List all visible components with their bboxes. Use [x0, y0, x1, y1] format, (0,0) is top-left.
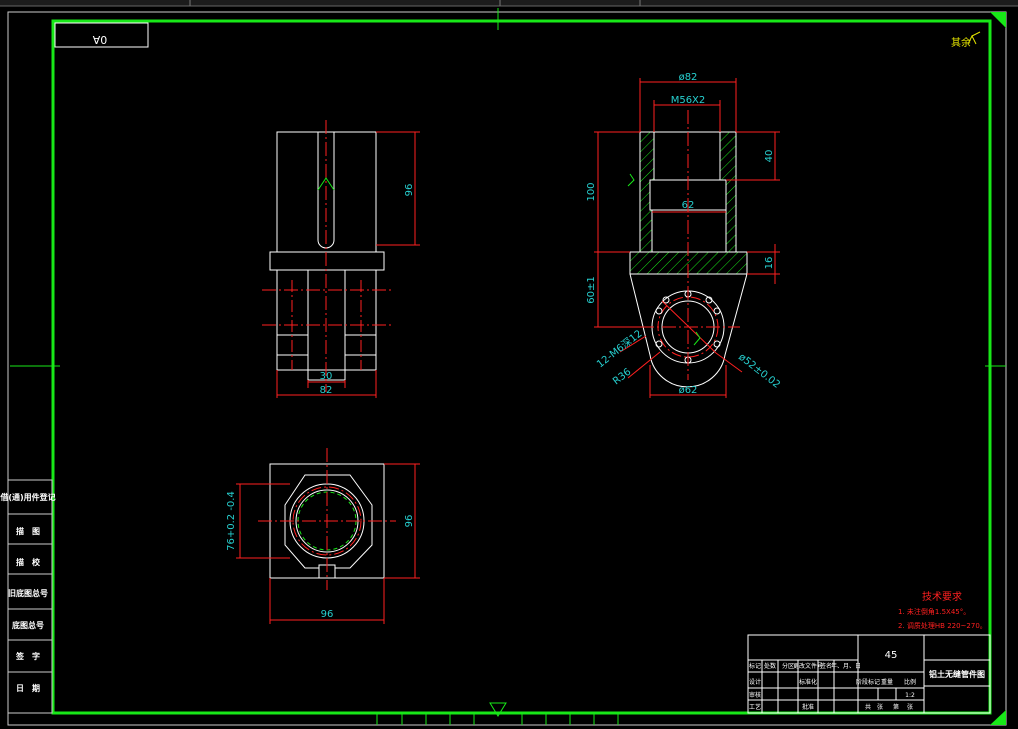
title-block [747, 634, 991, 714]
top-toolbar-strip [0, 0, 1018, 6]
title-cell: 审核 [749, 691, 761, 699]
dim-section-top: ø82 [679, 72, 698, 83]
title-cell: 签名 [820, 662, 832, 670]
dim-top-square: 96 [321, 609, 334, 620]
stamp-label: 描 校 [16, 557, 41, 567]
title-cell: 批准 [802, 703, 814, 711]
title-cell: 标准化 [799, 678, 817, 686]
sheet-outer-border [7, 11, 1007, 726]
title-cell: 张 [907, 703, 913, 711]
dim-section-flange: 16 [764, 257, 775, 270]
corner-mark-top-right [990, 12, 1006, 28]
scale: 1:2 [905, 692, 915, 699]
front-view [262, 120, 420, 398]
title-cell: 更改文件号 [793, 662, 823, 670]
side-stamp-table [7, 479, 53, 714]
sheet-inner-frame [51, 19, 992, 715]
part-name: 铝土无缝管件图 [929, 669, 985, 679]
title-cell: 张 [877, 703, 883, 711]
sheet-code-box [54, 22, 149, 48]
dim-front-width: 82 [320, 385, 333, 396]
tech-req-item: 1. 未注倒角1.5X45°。 [898, 607, 970, 616]
dim-holes: 12-M6深12 [594, 328, 644, 371]
dim-section-thread: M56X2 [671, 95, 706, 106]
dim-section-depth: 40 [764, 150, 775, 163]
material: 45 [885, 650, 898, 661]
title-cell: 工艺 [749, 703, 761, 711]
title-cell: 标记 [749, 662, 761, 670]
dim-bolt-circle: ø52±0.02 [736, 352, 782, 391]
surface-finish-icon [967, 31, 981, 45]
dim-section-bore: 62 [682, 200, 695, 211]
tech-req-item: 2. 调质处理HB 220~270。 [898, 621, 987, 630]
title-cell: 设计 [749, 678, 761, 686]
sheet-code: 0A [92, 33, 107, 46]
dim-front-height: 96 [404, 184, 415, 197]
section-view [594, 78, 780, 398]
center-mark-bottom [489, 702, 507, 717]
title-cell: 共 [865, 703, 871, 711]
title-cell: 分区 [782, 662, 794, 670]
dim-top-square-h: 96 [404, 515, 415, 528]
title-cell: 年、月、日 [831, 662, 861, 670]
dim-radius: R36 [611, 367, 633, 388]
stamp-label: 底图总号 [11, 620, 44, 630]
bottom-zone-ticks [376, 713, 619, 725]
dim-top-bore: 76+0.2 -0.4 [226, 491, 237, 551]
title-cell: 重量 [881, 678, 893, 686]
tech-req-title: 技术要求 [922, 590, 962, 603]
stamp-label: 日 期 [16, 683, 40, 693]
dim-bottom-dia: ø62 [679, 385, 698, 396]
title-cell: 阶段标记 [856, 678, 880, 686]
stamp-label: 旧底图总号 [8, 588, 48, 598]
title-cell: 比例 [904, 678, 916, 686]
stamp-label: 借(通)用件登记 [0, 492, 56, 502]
corner-note: 其余 [951, 36, 971, 49]
stamp-label: 签 字 [15, 651, 40, 661]
title-cell: 第 [893, 703, 899, 711]
dim-front-slot: 30 [320, 371, 333, 382]
title-cell: 处数 [764, 662, 776, 670]
top-view [236, 448, 420, 624]
dim-section-height: 100 [586, 182, 597, 201]
stamp-label: 描 图 [16, 526, 40, 536]
dim-section-center: 60±1 [586, 276, 597, 303]
corner-mark-bottom-right [990, 710, 1006, 725]
